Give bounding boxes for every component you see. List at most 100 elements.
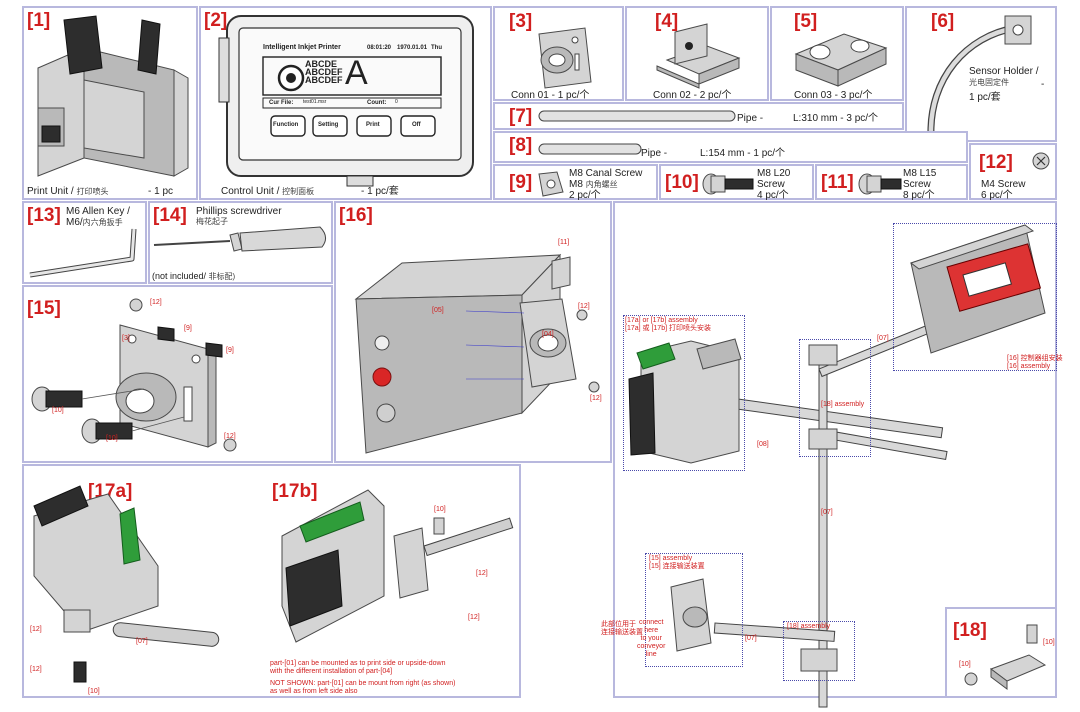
part-pipe-154: [8] Pipe - L:154 mm - 1 pc/个 — [493, 131, 968, 163]
part-name: M8 Canal Screw — [569, 168, 643, 179]
part-name-2: M6/ — [66, 217, 83, 228]
part-dash: - — [1041, 79, 1045, 90]
part-m4-screw: [12] M4 Screw 6 pc/个 — [969, 143, 1057, 201]
count-value: 0 — [395, 99, 398, 105]
part-number: [9] — [509, 172, 533, 193]
screen-time: 08:01:20 — [367, 45, 392, 51]
part-number: [10] — [665, 172, 699, 193]
part-name-cn: 光电固定件 — [969, 78, 1009, 87]
screen-setting-button: Setting — [318, 122, 339, 128]
control-unit-housing — [218, 15, 474, 187]
part-note: (not included/ — [152, 271, 209, 281]
callout: [12] — [224, 433, 236, 440]
part-screw-l15: [11] M8 L15 Screw 8 pc/个 — [815, 164, 968, 201]
callout: [9] — [184, 325, 192, 332]
note-17-line: part-[01] can be mounted as to print sid… — [270, 660, 446, 667]
part-name: M4 Screw — [981, 179, 1026, 190]
pipe-label: [07] — [821, 509, 833, 516]
callout: [12] — [30, 666, 42, 673]
part-assembly-15: [15] [12] [9] [3] [9] [10] [10] [12] — [22, 285, 333, 463]
callout: [10] — [959, 661, 971, 668]
part-name-cn: 梅花起子 — [196, 217, 228, 226]
screen-day: Thu — [431, 45, 442, 51]
pipe-310-drawing — [538, 110, 736, 122]
frame-17-assembly — [623, 315, 745, 471]
part-name: Control Unit / — [221, 186, 283, 197]
print-unit-drawing — [37, 15, 189, 177]
part-pipe-310: [7] Pipe - L:310 mm - 3 pc/个 — [493, 102, 904, 130]
part-assembly-16: [16] [11] [12] [04] [12] [05] — [334, 201, 612, 463]
part-spec: L:310 mm - 3 pc/个 — [793, 113, 879, 124]
pipe-154-drawing — [538, 143, 642, 155]
screen-date: 1970.01.01 — [397, 45, 428, 51]
part-name-2: Screw — [903, 179, 931, 190]
assembly-15-drawing — [31, 298, 237, 452]
assembly-label: [18] assembly — [821, 401, 865, 408]
screen-function-button: Function — [273, 122, 299, 128]
callout: [10] — [1043, 639, 1055, 646]
part-name-cn: 打印喷头 — [76, 187, 109, 196]
assembly-label: [18] assembly — [787, 623, 831, 630]
part-qty: 4 pc/个 — [757, 190, 789, 201]
part-assembly-18: [18] [10] [10] — [945, 607, 1057, 698]
note-17-line: as well as from left side also — [270, 688, 358, 695]
callout: [11] — [558, 239, 570, 246]
frame-16-assembly — [893, 223, 1057, 371]
screw-l20-icon — [702, 173, 754, 195]
conn-03-drawing — [794, 33, 888, 87]
part-number: [14] — [153, 205, 187, 226]
assembly-label-cn: [17a] 或 [17b] 打印喷头安装 — [625, 325, 711, 332]
part-name-2: Screw — [757, 179, 785, 190]
connect-line: line — [645, 651, 657, 659]
callout: [12] — [476, 570, 488, 577]
part-number: [16] — [339, 205, 373, 226]
part-number: [4] — [655, 11, 679, 32]
part-name: Pipe - — [641, 148, 668, 159]
part-screwdriver: [14] Phillips screwdriver 梅花起子 (not incl… — [148, 201, 333, 284]
count-label: Count: — [367, 100, 387, 106]
part-qty: - 1 pc — [148, 186, 174, 197]
screen-off-button: Off — [412, 122, 421, 128]
cur-file-label: Cur File: — [269, 100, 294, 106]
screwdriver-drawing — [153, 226, 326, 252]
allen-key-drawing — [29, 228, 137, 278]
part-qty: 6 pc/个 — [981, 190, 1013, 201]
part-name: Conn 01 - 1 pc/个 — [511, 90, 590, 101]
m4-screw-icon — [1032, 152, 1050, 170]
callout: [12] — [578, 303, 590, 310]
part-name-cn: 内角螺丝 — [585, 180, 618, 189]
part-assembly-17: [17a] [17b] [12] [07] [12] [10] [10] [12… — [22, 464, 521, 698]
assembly-label: [16] assembly — [1007, 363, 1051, 370]
part-number: [5] — [794, 11, 818, 32]
callout: [10] — [434, 506, 446, 513]
pipe-label: [07] — [745, 635, 757, 642]
screen-print-button: Print — [366, 122, 380, 128]
callout: [12] — [590, 395, 602, 402]
screen-big-letter: A — [345, 54, 368, 92]
assembly-label-cn: [15] 连接输送装置 — [649, 563, 705, 570]
connect-line: conveyor — [637, 643, 666, 651]
connect-line: to your — [640, 635, 662, 643]
part-name: Sensor Holder / — [969, 66, 1039, 77]
frame-18-mid — [799, 339, 871, 457]
part-number: [15] — [27, 298, 61, 319]
part-number: [3] — [509, 11, 533, 32]
assembly-label: [17a] or [17b] assembly — [625, 317, 698, 324]
part-number: [13] — [27, 205, 61, 226]
part-name: M8 L20 — [757, 168, 791, 179]
assembly-18-drawing — [964, 624, 1047, 690]
part-number: [18] — [953, 620, 987, 641]
part-name: Print Unit / — [27, 186, 77, 197]
part-note-cn: 非标配) — [208, 272, 236, 281]
part-conn-03: [5] Conn 03 - 3 pc/个 — [770, 6, 904, 101]
part-qty: - 1 pc/套 — [361, 186, 399, 197]
part-number: [12] — [979, 152, 1013, 173]
sensor-holder-drawing — [927, 15, 1032, 137]
frame-15-assembly — [645, 553, 743, 667]
part-sensor-holder: [6] Sensor Holder / 光电固定件 - 1 pc/套 — [905, 6, 1057, 142]
callout: [3] — [122, 335, 130, 342]
connect-note-cn: 此部位用于 连接输送装置 — [601, 621, 643, 637]
part-name-cn: 内六角扳手 — [82, 218, 123, 227]
connect-note: connect here to your conveyor line — [637, 619, 665, 659]
note-17-line: NOT SHOWN: part-[01] can be mount from r… — [270, 680, 456, 687]
